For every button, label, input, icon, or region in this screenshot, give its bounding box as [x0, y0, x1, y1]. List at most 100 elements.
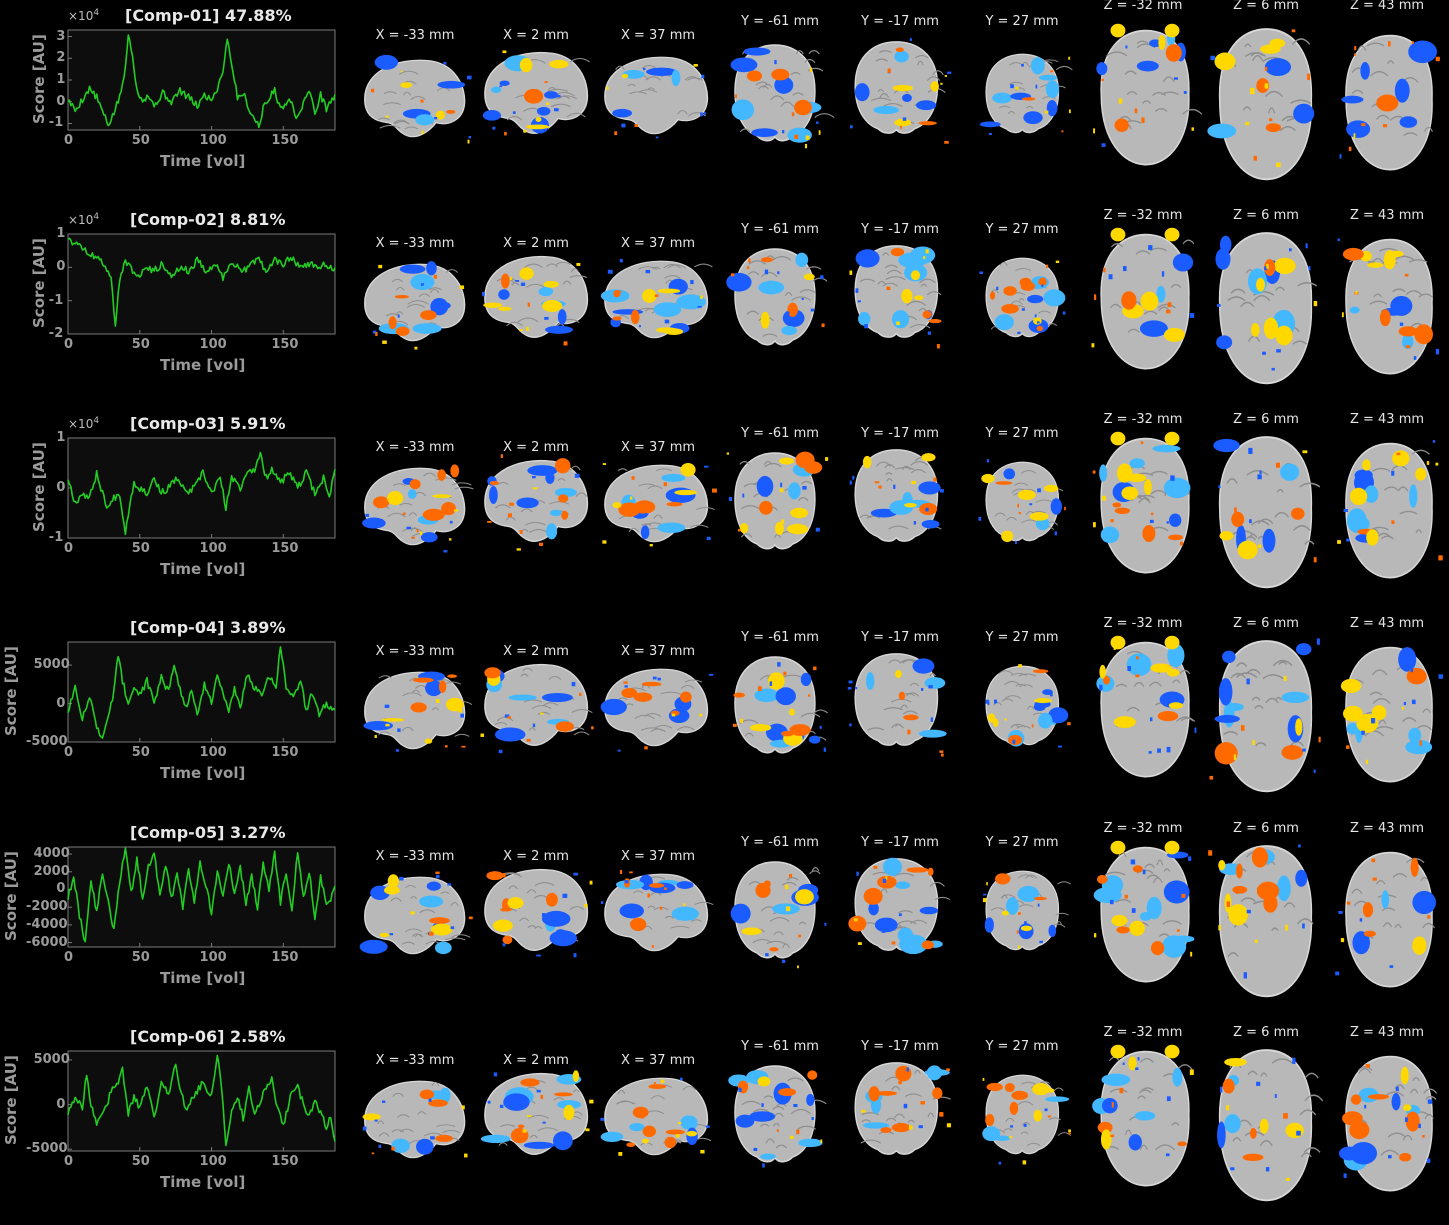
scattered-voxel — [911, 480, 916, 485]
negative-activation-blob — [653, 302, 682, 318]
x-tick-label: 150 — [271, 337, 299, 352]
scattered-voxel — [712, 488, 717, 493]
positive-activation-blob — [1096, 874, 1108, 884]
slice-coordinate-label: Y = -17 mm — [861, 1039, 939, 1054]
positive-activation-blob — [771, 68, 790, 81]
positive-activation-blob — [1110, 431, 1126, 446]
positive-activation-blob — [1111, 914, 1128, 927]
x-tick-label: 150 — [271, 541, 299, 556]
positive-activation-blob — [1342, 705, 1363, 722]
positive-activation-blob — [1033, 1109, 1042, 1122]
scattered-voxel — [644, 512, 648, 517]
brain-slice-cor — [847, 653, 947, 757]
positive-activation-blob — [1150, 663, 1172, 673]
scattered-voxel — [1257, 474, 1262, 480]
positive-activation-blob — [435, 1134, 453, 1143]
scattered-voxel — [1135, 674, 1140, 678]
scattered-voxel — [660, 1079, 665, 1084]
positive-activation-blob — [535, 117, 542, 123]
scattered-voxel — [378, 1144, 382, 1148]
brain-slice-image — [979, 53, 1073, 136]
scattered-voxel — [536, 1089, 541, 1093]
negative-activation-blob — [374, 54, 398, 70]
brain-slice-image — [732, 656, 828, 754]
slice-coordinate-label: Z = 6 mm — [1233, 0, 1299, 13]
positive-activation-blob — [1168, 534, 1183, 541]
negative-activation-blob — [870, 508, 897, 518]
scattered-voxel — [1092, 470, 1096, 474]
slice-coordinate-label: Z = -32 mm — [1103, 0, 1183, 13]
scattered-voxel — [1401, 706, 1404, 710]
positive-activation-blob — [921, 453, 936, 462]
scattered-voxel — [544, 316, 549, 320]
scattered-voxel — [1265, 1167, 1270, 1172]
scattered-voxel — [619, 259, 623, 263]
scattered-voxel — [399, 876, 404, 881]
scattered-voxel — [1031, 724, 1034, 728]
positive-activation-blob — [767, 672, 785, 690]
brain-slice-image — [848, 857, 951, 955]
scattered-voxel — [891, 941, 896, 945]
positive-activation-blob — [1032, 669, 1049, 674]
positive-activation-blob — [409, 479, 421, 490]
scattered-voxel — [532, 723, 536, 728]
positive-activation-blob — [1350, 1094, 1362, 1105]
scattered-voxel — [1363, 909, 1369, 914]
negative-activation-blob — [1381, 890, 1390, 909]
scattered-voxel — [433, 274, 437, 279]
scattered-voxel — [1054, 531, 1057, 536]
scattered-voxel — [1015, 540, 1017, 544]
negative-activation-blob — [774, 76, 794, 94]
scattered-voxel — [1125, 45, 1128, 49]
brain-slice-image — [849, 245, 942, 349]
scattered-voxel — [1068, 1129, 1071, 1133]
positive-activation-blob — [769, 947, 779, 952]
negative-activation-blob — [760, 1153, 776, 1160]
scattered-voxel — [618, 1152, 623, 1156]
scattered-voxel — [813, 666, 817, 671]
positive-activation-blob — [680, 691, 692, 703]
positive-activation-blob — [1281, 745, 1303, 760]
plot-title: [Comp-02] 8.81% — [130, 210, 286, 229]
scattered-voxel — [1283, 675, 1287, 681]
positive-activation-blob — [1214, 741, 1238, 765]
positive-activation-blob — [1222, 1078, 1235, 1094]
positive-activation-blob — [790, 507, 809, 519]
positive-activation-blob — [1110, 635, 1126, 650]
scattered-voxel — [1021, 308, 1025, 311]
scattered-voxel — [902, 117, 907, 121]
scattered-voxel — [450, 926, 455, 930]
slice-coordinate-label: Z = 43 mm — [1349, 616, 1425, 631]
positive-activation-blob — [989, 291, 996, 300]
y-tick-label: 3 — [56, 28, 66, 44]
scattered-voxel — [1134, 108, 1138, 114]
negative-activation-blob — [646, 67, 678, 77]
scattered-voxel — [647, 893, 651, 898]
brain-slice-image — [1337, 238, 1440, 375]
negative-activation-blob — [873, 105, 900, 115]
scattered-voxel — [793, 1103, 798, 1108]
positive-activation-blob — [1032, 1083, 1050, 1096]
negative-activation-blob — [437, 80, 466, 89]
scattered-voxel — [1266, 263, 1269, 269]
slice-coordinate-label: X = 37 mm — [620, 1053, 696, 1068]
positive-activation-blob — [381, 718, 405, 722]
positive-activation-blob — [1034, 698, 1052, 704]
scattered-voxel — [700, 112, 703, 117]
x-tick-label: 50 — [131, 541, 150, 556]
scattered-voxel — [923, 256, 926, 260]
scattered-voxel — [1191, 127, 1195, 131]
negative-activation-blob — [600, 1131, 624, 1143]
scattered-voxel — [500, 454, 503, 458]
positive-activation-blob — [930, 81, 939, 92]
negative-activation-blob — [549, 930, 578, 947]
positive-activation-blob — [441, 501, 456, 516]
positive-activation-blob — [995, 481, 1013, 485]
positive-activation-blob — [807, 1070, 818, 1080]
negative-activation-blob — [751, 128, 778, 138]
scattered-voxel — [526, 738, 531, 742]
positive-activation-blob — [894, 118, 912, 127]
positive-activation-blob — [1237, 540, 1258, 560]
negative-activation-blob — [1156, 285, 1166, 303]
